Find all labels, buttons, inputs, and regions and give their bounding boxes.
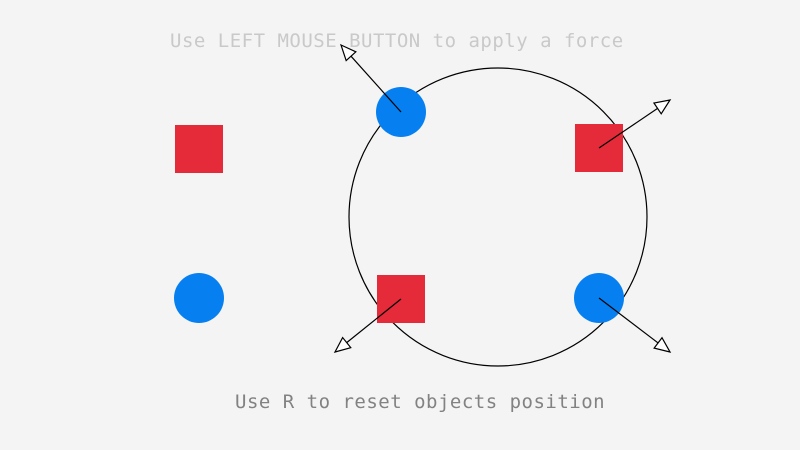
hint-reset-objects: Use R to reset objects position (235, 391, 606, 413)
force-shaft-square-bottom-center (346, 298, 402, 344)
force-vector-square-bottom-center (333, 298, 402, 353)
boundary-layer (348, 67, 648, 367)
force-arrowhead-square-bottom-center (333, 336, 352, 353)
force-arrowhead-circle-top-center (339, 43, 357, 62)
bodies-layer[interactable] (174, 87, 624, 323)
force-vector-circle-top-center (339, 43, 402, 113)
force-shaft-square-top-right (598, 107, 658, 149)
force-shaft-circle-top-center (350, 55, 402, 113)
body-square-top-left[interactable] (175, 125, 223, 173)
force-shaft-circle-bottom-right (598, 297, 659, 344)
force-arrowhead-square-top-right (652, 99, 672, 115)
force-vector-square-top-right (598, 99, 672, 149)
hint-apply-force: Use LEFT MOUSE BUTTON to apply a force (170, 30, 624, 52)
force-arrowhead-circle-bottom-right (653, 336, 672, 353)
constraint-circle (348, 67, 648, 367)
body-circle-bottom-left[interactable] (174, 273, 224, 323)
force-vectors-layer (333, 43, 672, 353)
force-vector-circle-bottom-right (598, 297, 672, 353)
